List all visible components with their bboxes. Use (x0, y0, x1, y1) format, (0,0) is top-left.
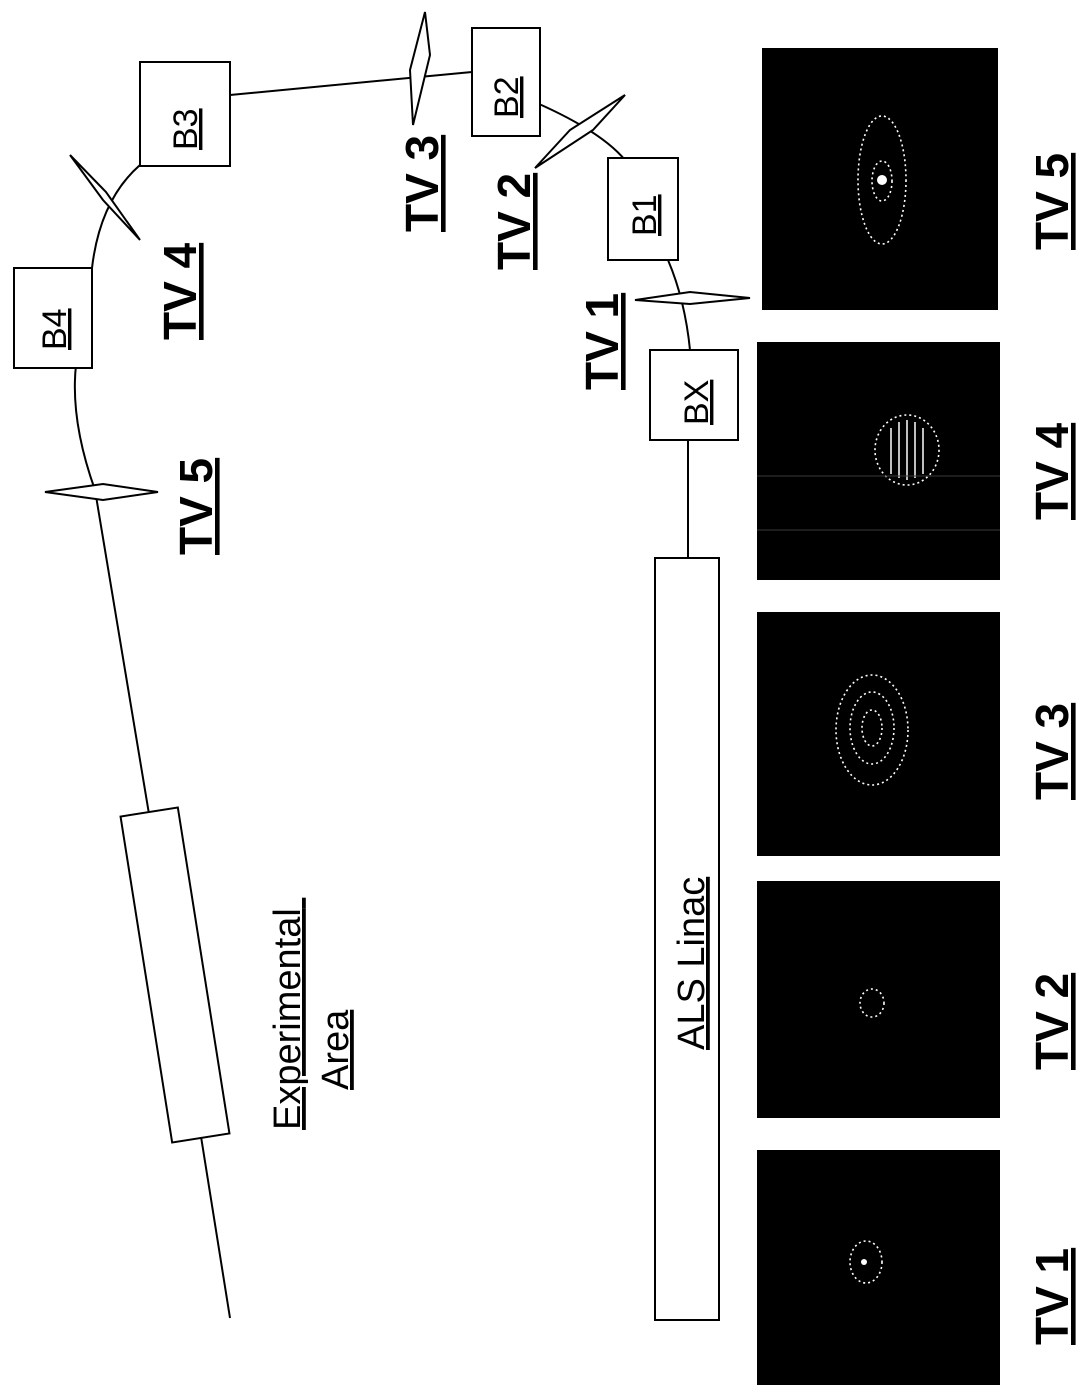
screen-marker-tv3 (408, 11, 432, 126)
monitor-label-tv2: TV 2 (1026, 973, 1078, 1070)
screen-label-tv4: TV 4 (154, 242, 206, 340)
monitor-label-tv3: TV 3 (1026, 703, 1078, 800)
monitor-tv1 (757, 1150, 1000, 1385)
screen-label-tv3: TV 3 (396, 135, 448, 232)
magnet-b1-label: B1 (626, 194, 664, 236)
magnet-b3: B3 (139, 61, 231, 167)
screen-marker-tv4 (69, 154, 141, 241)
experimental-area-box (119, 806, 231, 1144)
screen-label-tv1: TV 1 (576, 293, 628, 390)
beamline-path-b1-bx (667, 259, 691, 351)
monitor-tv4 (757, 342, 1000, 580)
monitor-label-tv4: TV 4 (1026, 422, 1078, 520)
screen-label-tv5: TV 5 (170, 458, 222, 555)
monitor-tv5 (762, 48, 998, 310)
magnet-b4: B4 (13, 267, 93, 369)
beamline-path-b3-b2 (229, 71, 473, 96)
magnet-b4-label: B4 (36, 308, 74, 350)
magnet-bx-label: BX (678, 380, 716, 425)
screen-marker-tv1 (634, 290, 751, 306)
magnet-b2-label: B2 (488, 76, 526, 118)
magnet-b1: B1 (607, 157, 679, 261)
screen-label-tv2: TV 2 (488, 173, 540, 270)
experimental-area-label: Experimental Area (267, 898, 357, 1130)
monitor-tv3 (757, 612, 1000, 856)
monitor-tv2 (757, 881, 1000, 1118)
als-linac-box (654, 557, 720, 1321)
als-linac-label: ALS Linac (671, 877, 713, 1050)
screen-marker-tv5 (44, 482, 159, 502)
screen-marker-tv2 (534, 94, 626, 169)
magnet-b2: B2 (471, 27, 541, 137)
beamline-path-b4-b3 (91, 164, 141, 269)
monitor-label-tv5: TV 5 (1026, 153, 1078, 250)
magnet-b3-label: B3 (167, 108, 205, 150)
magnet-bx: BX (649, 349, 739, 441)
monitor-label-tv1: TV 1 (1026, 1248, 1078, 1345)
